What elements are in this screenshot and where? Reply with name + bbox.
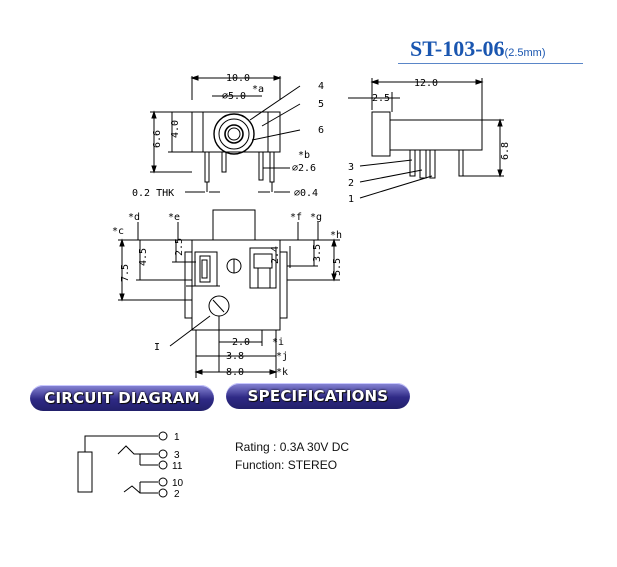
note-c: *c	[112, 226, 124, 237]
note-g: *g	[310, 212, 322, 223]
circuit-pin-3: 3	[174, 450, 180, 461]
callout-6: 6	[318, 125, 324, 136]
note-j: *j	[276, 351, 288, 362]
specifications-banner: SPECIFICATIONS	[226, 383, 410, 409]
dim-pin-dia: ∅2.6	[292, 163, 316, 174]
dim-body-height: 4.0	[170, 120, 181, 138]
note-k: *k	[276, 367, 288, 378]
note-f: *f	[290, 212, 302, 223]
dim-nose: 2.5	[372, 93, 390, 104]
callout-1: 1	[348, 194, 354, 205]
dim-8-0: 8.0	[226, 367, 244, 378]
circuit-diagram-heading: CIRCUIT DIAGRAM	[44, 389, 200, 407]
dim-left-4-5: 4.5	[138, 248, 149, 266]
specifications-heading: SPECIFICATIONS	[247, 387, 389, 405]
dim-left-2-5: 2.5	[174, 238, 185, 256]
spec-rating: Rating : 0.3A 30V DC	[235, 440, 350, 454]
circuit-pin-10: 10	[172, 478, 184, 489]
dim-hole-dia: ∅5.0	[222, 91, 246, 102]
dim-width: 10.0	[226, 73, 250, 84]
dim-length: 12.0	[414, 78, 438, 89]
circuit-pin-11: 11	[172, 461, 183, 472]
circuit-pin-1: 1	[174, 432, 180, 443]
model-size-note: (2.5mm)	[504, 47, 546, 59]
dim-right-2-4: 2.4	[270, 246, 281, 264]
front-view: 10.0 ∅5.0 *a 6.6 4.0 4 5 6	[132, 73, 324, 199]
callout-4: 4	[318, 81, 324, 92]
note-h: *h	[330, 230, 342, 241]
dim-right-5-5: 5.5	[332, 258, 343, 276]
dim-2-0: 2.0	[232, 337, 250, 348]
model-title: ST-103-06(2.5mm)	[410, 36, 546, 62]
circuit-pin-2: 2	[174, 489, 180, 500]
bottom-view: *d *e *f *g *c *h 7.5	[112, 209, 343, 378]
note-e: *e	[168, 212, 180, 223]
spec-function: Function: STEREO	[235, 458, 338, 472]
note-i: *i	[272, 337, 284, 348]
dim-right-3-5: 3.5	[312, 244, 323, 262]
callout-I: I	[154, 342, 160, 353]
dim-height: 6.6	[152, 130, 163, 148]
callout-5: 5	[318, 99, 324, 110]
note-d: *d	[128, 212, 140, 223]
dim-3-8: 3.8	[226, 351, 244, 362]
dim-side-height: 6.8	[500, 142, 511, 160]
circuit-diagram: 1 3 11 10 2	[77, 431, 184, 500]
callout-3: 3	[348, 162, 354, 173]
callout-2: 2	[348, 178, 354, 189]
note-a: *a	[252, 84, 264, 95]
model-number: ST-103-06	[410, 36, 505, 61]
dim-thickness: 0.2 THK	[132, 188, 174, 199]
dim-left-7-5: 7.5	[120, 264, 131, 282]
side-view: 12.0 2.5 6.8 3 2 1	[348, 78, 511, 205]
dim-lead-dia: ∅0.4	[294, 188, 318, 199]
note-b: *b	[298, 150, 310, 161]
circuit-diagram-banner: CIRCUIT DIAGRAM	[30, 385, 214, 411]
title-underline	[398, 63, 583, 64]
